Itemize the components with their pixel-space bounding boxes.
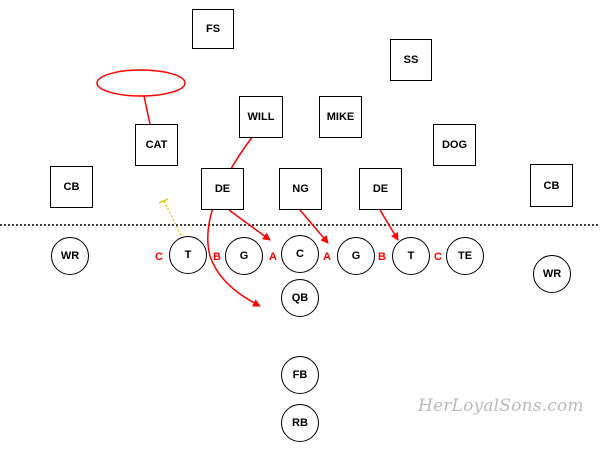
tight-end-circle: TE [446, 237, 484, 275]
gap-label-b-left: B [213, 251, 221, 263]
ss-box: SS [390, 39, 432, 81]
cb-right-box: CB [530, 164, 573, 207]
right-tackle-circle: T [392, 237, 430, 275]
de-right-box: DE [359, 168, 402, 210]
dog-box: DOG [433, 124, 476, 166]
mike-box: MIKE [319, 96, 362, 138]
gap-label-c-left: C [155, 251, 163, 263]
ng-box: NG [279, 168, 322, 210]
watermark-text: HerLoyalSons.com [418, 396, 584, 416]
qb-circle: QB [281, 279, 319, 317]
will-blitz-path [207, 135, 261, 307]
cat-to-zone-line [143, 95, 151, 125]
center-circle: C [281, 235, 319, 273]
ng-rush-arrow [299, 209, 329, 244]
cat-box: CAT [135, 124, 178, 166]
left-guard-circle: G [225, 237, 263, 275]
gap-label-a-left: A [269, 251, 277, 263]
wr-left-circle: WR [51, 237, 89, 275]
rb-circle: RB [281, 404, 319, 442]
tackle-block-line [163, 200, 182, 236]
de-left-rush-arrow [228, 209, 271, 241]
gap-label-b-right: B [378, 251, 386, 263]
de-left-box: DE [201, 168, 244, 210]
gap-label-a-right: A [323, 251, 331, 263]
right-guard-circle: G [337, 237, 375, 275]
will-box: WILL [239, 96, 283, 138]
cb-left-box: CB [50, 166, 93, 208]
fs-box: FS [192, 9, 234, 49]
left-tackle-circle: T [169, 236, 207, 274]
gap-label-c-right: C [434, 251, 442, 263]
wr-right-circle: WR [533, 255, 571, 293]
fb-circle: FB [281, 356, 319, 394]
de-right-rush-arrow [379, 209, 399, 241]
cat-zone-drop [96, 69, 186, 97]
tackle-block-end [158, 198, 169, 204]
